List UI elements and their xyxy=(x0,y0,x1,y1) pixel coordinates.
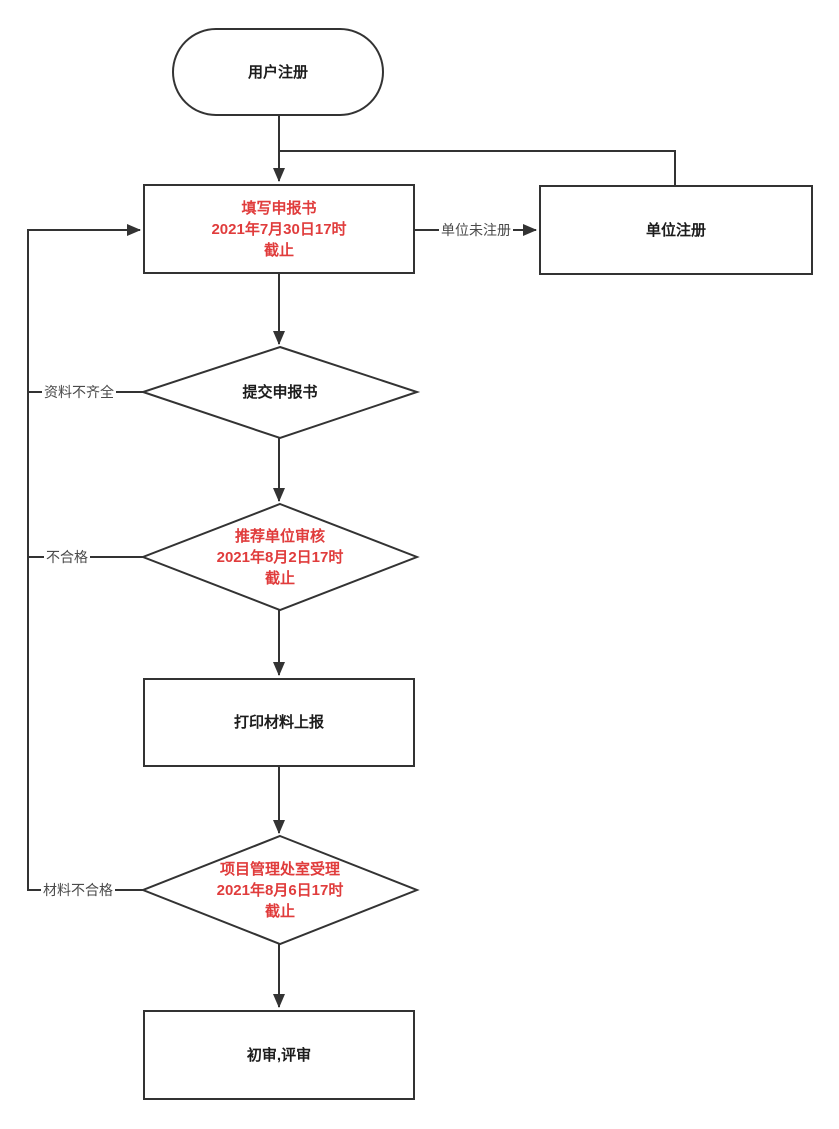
edge-unit-register-return xyxy=(279,150,676,185)
node-print-materials: 打印材料上报 xyxy=(143,678,415,767)
node-office-accept-line1: 项目管理处室受理 xyxy=(219,860,340,878)
node-recommend-review: 推荐单位审核 2021年8月2日17时 截止 xyxy=(143,504,417,610)
node-recommend-review-line1: 推荐单位审核 xyxy=(234,527,325,545)
node-office-accept: 项目管理处室受理 2021年8月6日17时 截止 xyxy=(143,836,417,944)
decision-recommend-review-shape xyxy=(140,502,420,612)
node-unit-register-label: 单位注册 xyxy=(645,221,706,239)
node-fill-form-line3: 截止 xyxy=(263,241,294,259)
node-submit-form: 提交申报书 xyxy=(143,347,417,438)
edge-label-materials-unqualified: 材料不合格 xyxy=(41,881,115,899)
node-office-accept-line2: 2021年8月6日17时 xyxy=(216,881,344,899)
node-fill-form-line2: 2021年7月30日17时 xyxy=(211,220,347,238)
node-submit-form-label: 提交申报书 xyxy=(242,384,318,401)
decision-office-accept-shape xyxy=(140,834,420,946)
node-user-register: 用户注册 xyxy=(172,28,384,116)
node-unit-register: 单位注册 xyxy=(539,185,813,275)
node-fill-form-line1: 填写申报书 xyxy=(241,199,317,217)
node-initial-review-label: 初审,评审 xyxy=(246,1046,312,1064)
node-user-register-label: 用户注册 xyxy=(247,63,308,81)
node-initial-review: 初审,评审 xyxy=(143,1010,415,1100)
edge-label-unqualified: 不合格 xyxy=(44,548,90,566)
edge-label-materials-incomplete: 资料不齐全 xyxy=(42,383,116,401)
node-fill-form: 填写申报书 2021年7月30日17时 截止 xyxy=(143,184,415,274)
decision-submit-form-shape xyxy=(139,345,421,440)
node-office-accept-line3: 截止 xyxy=(264,902,295,920)
node-print-materials-label: 打印材料上报 xyxy=(233,714,324,731)
node-recommend-review-line2: 2021年8月2日17时 xyxy=(216,548,344,566)
edge-label-unit-not-registered: 单位未注册 xyxy=(439,221,513,239)
node-recommend-review-line3: 截止 xyxy=(264,569,295,587)
